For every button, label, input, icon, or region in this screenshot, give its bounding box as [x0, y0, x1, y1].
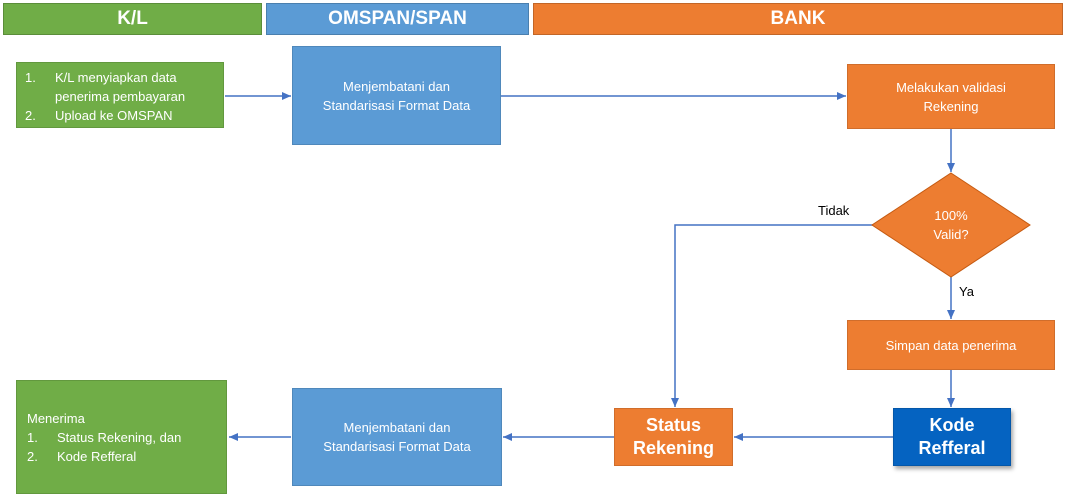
span-format-data-box-top: Menjembatani dan Standarisasi Format Dat…	[292, 46, 501, 145]
edge-label-no: Tidak	[818, 203, 850, 218]
kl-receive-heading: Menerima	[27, 411, 85, 426]
arrow-decision-no-to-status	[671, 224, 873, 407]
lane-header-bank: BANK	[533, 3, 1063, 35]
kode-refferal-box: Kode Refferal	[893, 408, 1011, 466]
list-item: 1. K/L menyiapkan data penerima pembayar…	[25, 70, 186, 104]
decision-text: 100% Valid?	[933, 208, 969, 242]
lane-header-kl: K/L	[3, 3, 262, 35]
edge-label-yes: Ya	[959, 284, 974, 299]
kl-prepare-data-box: 1. K/L menyiapkan data penerima pembayar…	[16, 62, 224, 128]
kl-receive-items: 1. Status Rekening, dan 2. Kode Refferal	[27, 428, 218, 466]
status-rekening-box: Status Rekening	[614, 408, 733, 466]
span-format-data-box-bottom: Menjembatani dan Standarisasi Format Dat…	[292, 388, 502, 486]
bank-save-recipient-box: Simpan data penerima	[847, 320, 1055, 370]
list-item: 2. Upload ke OMSPAN	[25, 108, 173, 123]
kl-receive-box: Menerima 1. Status Rekening, dan 2. Kode…	[16, 380, 227, 494]
lane-header-omspan-span: OMSPAN/SPAN	[266, 3, 529, 35]
bank-validate-account-box: Melakukan validasi Rekening	[847, 64, 1055, 129]
kl-prepare-steps: 1. K/L menyiapkan data penerima pembayar…	[25, 68, 215, 125]
decision-diamond	[871, 172, 1031, 278]
list-item: 2. Kode Refferal	[27, 449, 137, 464]
list-item: 1. Status Rekening, dan	[27, 430, 182, 445]
